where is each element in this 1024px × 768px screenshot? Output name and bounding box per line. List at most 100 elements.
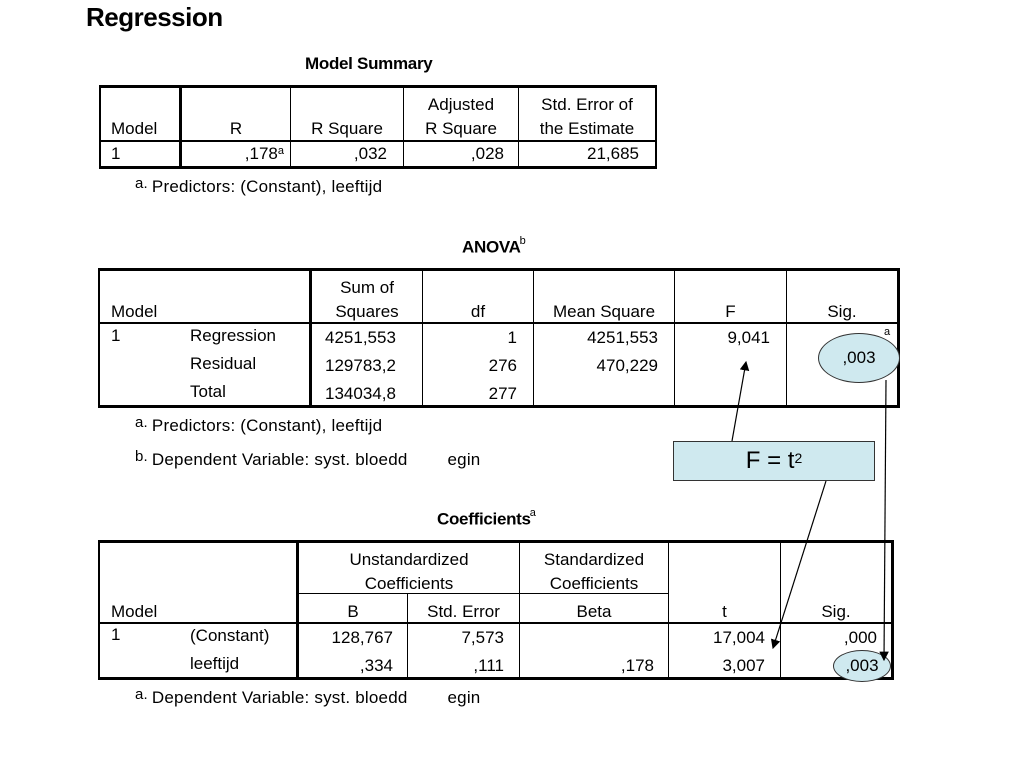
cell-r-square: ,032	[353, 144, 387, 163]
table-border	[98, 268, 900, 271]
cell-std-error: ,111	[473, 656, 504, 675]
cell-b: ,334	[359, 656, 393, 675]
coefficients-title: Coefficientsa	[437, 507, 536, 530]
table-border	[297, 593, 669, 594]
arrow-to-sig	[879, 379, 889, 662]
header-sig: Sig.	[827, 302, 857, 321]
table-border	[98, 540, 894, 543]
cell-df: 276	[488, 356, 517, 375]
cell-df: 1	[507, 328, 517, 347]
cell-ss: 129783,2	[325, 356, 396, 375]
table-border	[98, 677, 894, 680]
header-model: Model	[111, 302, 158, 321]
cell-beta: ,178	[620, 656, 654, 675]
table-border	[99, 85, 657, 88]
footnote-mark: a.	[135, 686, 148, 703]
header-unstandardized: Unstandardized	[349, 550, 469, 569]
table-border	[98, 540, 100, 680]
table-border	[296, 540, 299, 680]
header-unstd-coefficients: Coefficients	[364, 574, 454, 593]
table-border	[179, 85, 182, 169]
anova-footnote-b: b.Dependent Variable: syst. bloedd egin	[135, 448, 481, 470]
cell-adj-r-square: ,028	[470, 144, 504, 163]
table-border	[309, 268, 312, 408]
header-std-error: Std. Error	[427, 602, 500, 621]
row-label-constant: (Constant)	[190, 626, 270, 645]
page-title: Regression	[86, 2, 223, 32]
row-label-regression: Regression	[190, 326, 276, 345]
cell-model: 1	[111, 625, 121, 644]
row-label-leeftijd: leeftijd	[190, 654, 240, 673]
header-adjusted-r-square: R Square	[425, 119, 497, 138]
table-border	[99, 166, 657, 169]
table-border	[99, 140, 657, 142]
header-mean-square: Mean Square	[552, 302, 656, 321]
header-adjusted: Adjusted	[427, 95, 495, 114]
cell-sig-note: a	[884, 326, 891, 338]
header-std-coefficients: Coefficients	[549, 574, 639, 593]
table-border	[519, 540, 520, 680]
table-border	[422, 268, 423, 408]
cell-std-error: 21,685	[587, 144, 639, 163]
cell-t: 17,004	[713, 628, 765, 647]
header-f: F	[725, 302, 736, 321]
table-border	[518, 85, 519, 169]
footnote-text: Predictors: (Constant), leeftijd	[151, 177, 383, 196]
formula-exponent: 2	[794, 450, 803, 466]
cell-df: 277	[488, 384, 517, 403]
cell-r: ,178a	[182, 144, 284, 164]
footnote-text: Dependent Variable: syst. bloedd	[151, 688, 408, 707]
header-squares: Squares	[335, 302, 399, 321]
row-label-residual: Residual	[190, 354, 257, 373]
cell-std-error: 7,573	[461, 628, 504, 647]
cell-ms: 4251,553	[587, 328, 658, 347]
table-border	[655, 85, 657, 169]
table-border	[533, 268, 534, 408]
model-summary-footnote: a.Predictors: (Constant), leeftijd	[135, 175, 383, 197]
anova-title-text: ANOVA	[462, 237, 521, 257]
table-border	[897, 268, 900, 408]
arrow-to-t	[770, 480, 827, 650]
table-border	[780, 540, 781, 680]
header-model: Model	[111, 119, 158, 138]
table-border	[407, 593, 408, 680]
table-border	[98, 268, 100, 408]
header-df: df	[470, 302, 486, 321]
cell-ss: 4251,553	[325, 328, 396, 347]
header-r-square: R Square	[311, 119, 383, 138]
footnote-text: Predictors: (Constant), leeftijd	[151, 416, 383, 435]
header-beta: Beta	[576, 602, 612, 621]
footnote-mark: a.	[135, 175, 148, 192]
table-border	[99, 85, 101, 169]
footnote-text: Dependent Variable: syst. bloedd	[151, 450, 408, 469]
cell-r-value: ,178	[244, 144, 278, 163]
table-border	[668, 540, 669, 680]
cell-b: 128,767	[331, 628, 393, 647]
table-border	[98, 622, 894, 624]
cell-ms: 470,229	[596, 356, 658, 375]
header-estimate: the Estimate	[539, 119, 635, 138]
formula-text: F = t	[745, 447, 795, 474]
cell-t: 3,007	[722, 656, 765, 675]
row-label-total: Total	[190, 382, 226, 401]
footnote-tail: egin	[447, 450, 481, 469]
footnote-mark: b.	[135, 448, 148, 465]
table-border	[290, 85, 291, 169]
model-summary-title: Model Summary	[305, 54, 433, 73]
cell-sig: ,000	[843, 628, 877, 647]
table-border	[98, 405, 900, 408]
sig-highlight-ellipse: ,003	[818, 333, 900, 383]
table-border	[674, 268, 675, 408]
cell-r-note: a	[277, 145, 284, 157]
table-border	[891, 540, 894, 680]
anova-title: ANOVAb	[462, 235, 526, 258]
header-std-error: Std. Error of	[541, 95, 633, 114]
table-border	[98, 322, 900, 324]
anova-footnote-a: a.Predictors: (Constant), leeftijd	[135, 414, 383, 436]
header-b: B	[347, 602, 359, 621]
anova-title-note: b	[519, 235, 526, 247]
table-border	[403, 85, 404, 169]
